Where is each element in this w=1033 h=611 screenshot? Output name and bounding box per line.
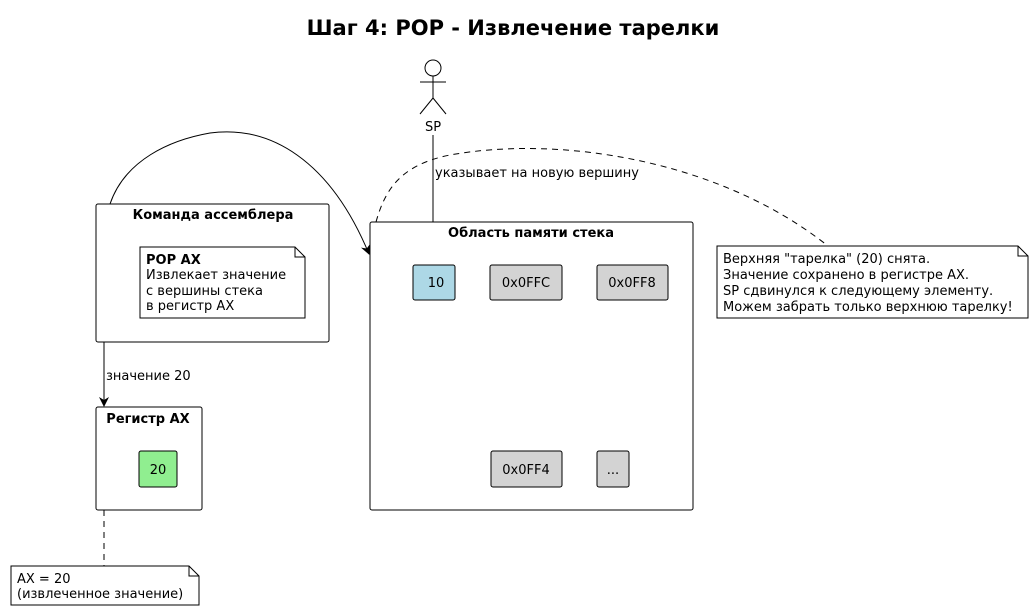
command-to-register-label: значение 20 (106, 369, 191, 384)
stack-note-line-1: Верхняя "тарелка" (20) снята. (723, 252, 930, 267)
stack-cell (490, 450, 563, 488)
stack-note-line-2: Значение сохранено в регистре AX. (723, 268, 969, 283)
actor-head-icon (424, 59, 442, 77)
stack-cell-label: 0x0FFC (502, 276, 550, 291)
command-package-title: Команда ассемблера (133, 208, 294, 223)
stack-cell (489, 264, 563, 301)
stack-cell (596, 450, 630, 488)
command-note (139, 246, 306, 319)
stack-cell-top-label: 10 (428, 276, 445, 291)
register-note-line-1: AX = 20 (17, 572, 71, 587)
stack-package: Область памяти стека 10 0x0FFC 0x0FF8 0x… (369, 221, 694, 511)
stack-cell-label: 0x0FF4 (502, 463, 549, 478)
diagram-title: Шаг 4: POP - Извлечение тарелки (307, 16, 720, 40)
register-note: AX = 20 (извлеченное значение) (10, 565, 200, 606)
command-to-stack-arrow (109, 131, 371, 255)
stack-cell-label: ... (607, 463, 619, 478)
stack-note-line-4: Можем забрать только верхнюю тарелку! (723, 300, 1013, 315)
register-note-box (10, 565, 200, 606)
command-note-line-4: в регистр AX (146, 299, 234, 314)
register-package: Регистр AX 20 (95, 406, 203, 511)
register-value-cell (138, 450, 178, 488)
command-note-line-2: Извлекает значение (146, 268, 286, 283)
stack-note-line-3: SP сдвинулся к следующему элементу. (723, 284, 993, 299)
command-note-line-1: POP AX (146, 253, 201, 268)
command-note-line-3: с вершины стека (146, 284, 263, 299)
stack-cell (596, 264, 669, 301)
stack-note: Верхняя "тарелка" (20) снята. Значение с… (716, 245, 1029, 319)
register-note-line-2: (извлеченное значение) (17, 587, 183, 602)
sp-arrow-label: указывает на новую вершину (435, 166, 639, 181)
actor-label: SP (425, 120, 441, 135)
sp-actor: SP (419, 59, 447, 135)
register-value: 20 (150, 463, 167, 478)
command-package: Команда ассемблера POP AX Извлекает знач… (95, 203, 330, 343)
stack-package-title: Область памяти стека (448, 226, 614, 241)
register-package-title: Регистр AX (106, 412, 189, 427)
stack-note-box (716, 245, 1029, 319)
stack-cell-label: 0x0FF8 (608, 276, 655, 291)
stack-cell-top (412, 264, 456, 301)
